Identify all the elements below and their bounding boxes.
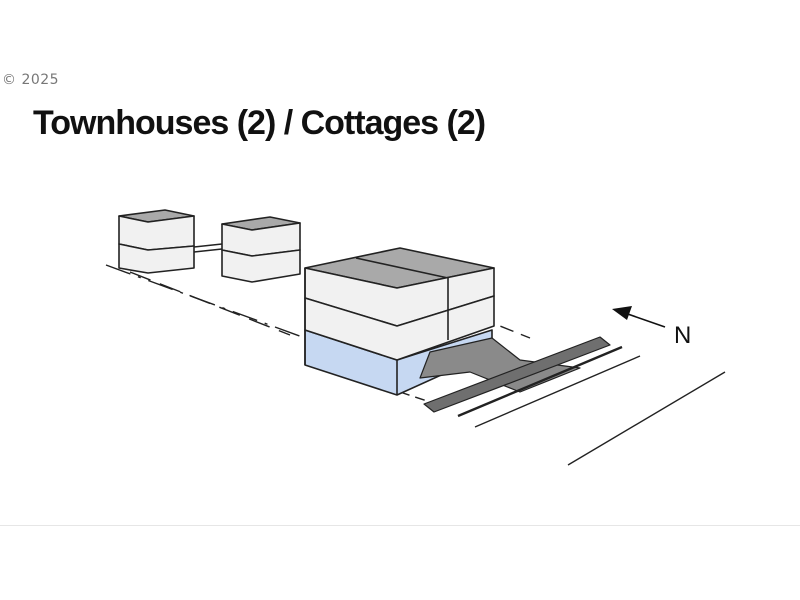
- north-arrow-shaft: [621, 311, 666, 328]
- property-line-south: [399, 391, 431, 403]
- cottage-2-wall-lower: [221, 249, 301, 283]
- cottage-1: [118, 209, 195, 274]
- north-label: N: [674, 322, 691, 349]
- street-lines: [457, 345, 726, 466]
- cottage-1-wall-upper: [118, 215, 195, 251]
- sidewalk-strip: [423, 336, 611, 413]
- cottage-1-wall-lower: [118, 243, 195, 274]
- page-title: Townhouses (2) / Cottages (2): [33, 104, 486, 142]
- townhouse-roof-party-wall: [355, 257, 449, 279]
- cottage-2: [221, 216, 301, 283]
- driveway-apron: [419, 337, 581, 393]
- page-divider: [0, 525, 800, 526]
- street-edge: [474, 355, 641, 428]
- property-line-back: [129, 271, 291, 336]
- driveway: [419, 336, 611, 413]
- north-arrow-head: [612, 306, 632, 320]
- cottage-connector: [193, 243, 223, 253]
- street-far-edge: [567, 371, 726, 466]
- copyright-watermark: © 2025: [2, 72, 60, 88]
- curb-line: [457, 345, 623, 418]
- north-arrow: N: [612, 306, 691, 349]
- townhouse-block: [304, 247, 495, 396]
